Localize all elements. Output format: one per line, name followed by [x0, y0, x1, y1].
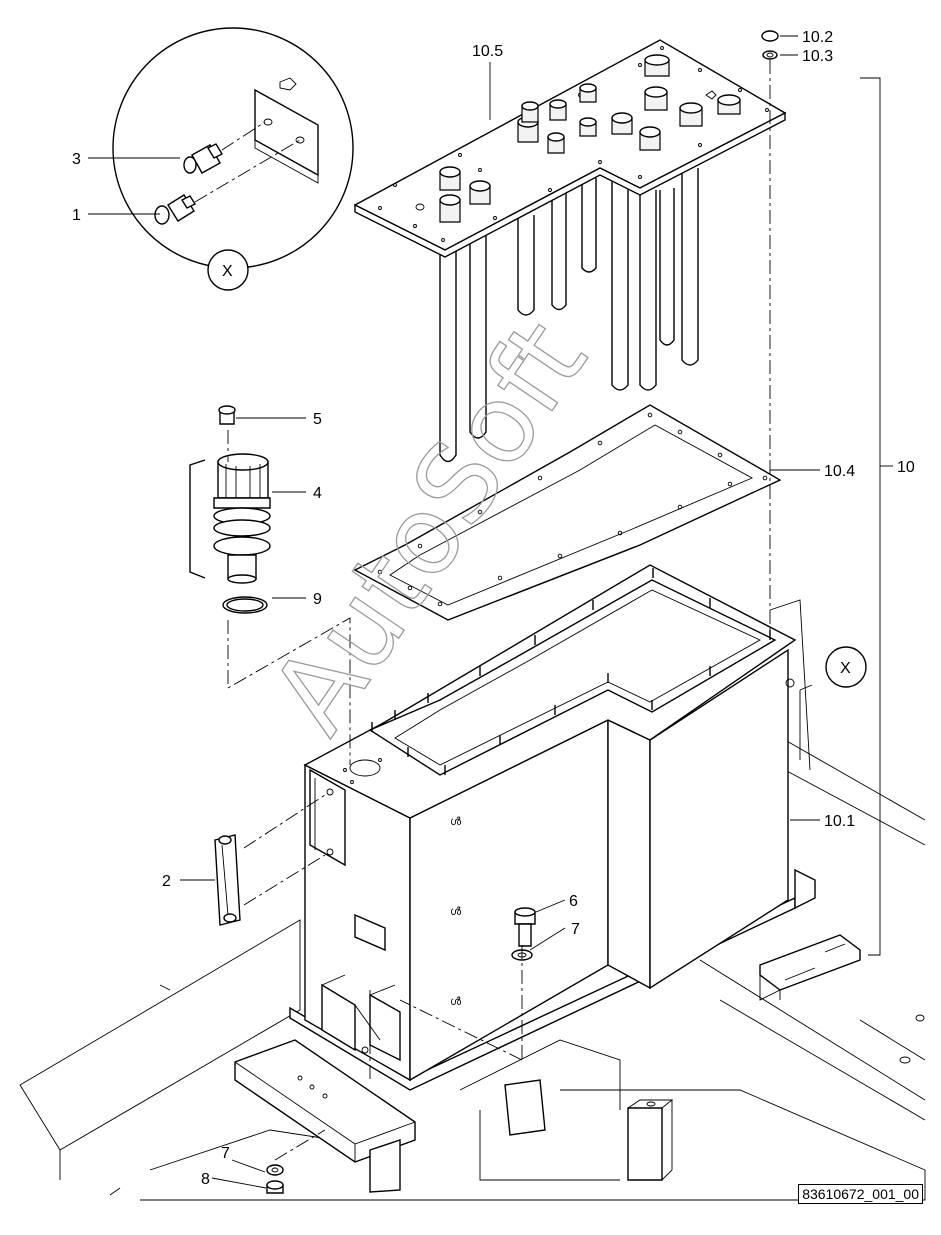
callout-10-3: 10.3	[802, 48, 833, 65]
mounting-bracket	[234, 934, 861, 1193]
gasket	[353, 404, 782, 621]
callout-10-5: 10.5	[472, 43, 503, 60]
callout-5: 5	[313, 411, 322, 428]
part-1-sensor	[154, 194, 197, 225]
tank-body: ൾ ൾ ൾ	[289, 564, 816, 1091]
svg-text:ൾ: ൾ	[450, 905, 462, 918]
sight-glass	[214, 834, 241, 926]
callout-7a: 7	[571, 921, 580, 938]
callout-10-4: 10.4	[824, 463, 855, 480]
callout-10: 10	[897, 459, 915, 476]
callout-2: 2	[162, 873, 171, 890]
callout-7b: 7	[221, 1145, 230, 1162]
detail-marker-x-tank: X	[840, 660, 851, 677]
callout-3: 3	[72, 151, 81, 168]
cable-glands	[439, 54, 741, 223]
detail-markers: X X	[222, 263, 867, 688]
callout-labels: 3 1 2 5 4 9 6 7 7 8 10.5 10.2 10.3 10.4 …	[72, 29, 915, 1188]
callout-10-2: 10.2	[802, 29, 833, 46]
drawing-reference-number: 83610672_001_00	[798, 1184, 923, 1204]
detail-x-circle	[112, 27, 354, 291]
part-3-switch	[183, 143, 223, 174]
assembly-lines	[227, 60, 813, 1161]
heating-element-tubes	[439, 168, 699, 463]
callout-1: 1	[72, 207, 81, 224]
thermostat-assembly	[189, 405, 271, 614]
callout-4: 4	[313, 485, 322, 502]
detail-marker-x-circle: X	[222, 263, 233, 280]
detail-marker-x-tank-ring	[825, 646, 867, 688]
leader-lines	[88, 35, 893, 1189]
svg-text:ൾ: ൾ	[450, 995, 462, 1008]
flange-cover-plate	[353, 39, 787, 258]
callout-8: 8	[201, 1171, 210, 1188]
callout-9: 9	[313, 591, 322, 608]
bolt-washer-nut	[266, 30, 779, 1194]
callout-6: 6	[569, 893, 578, 910]
svg-text:ൾ: ൾ	[450, 815, 462, 828]
callout-10-1: 10.1	[824, 813, 855, 830]
